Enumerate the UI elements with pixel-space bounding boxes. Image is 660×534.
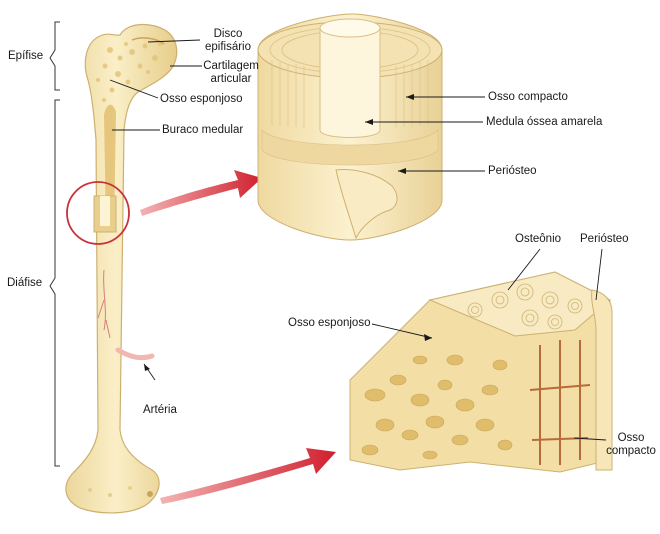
epiphysis-bracket [50,22,60,90]
label-buraco-medular: Buraco medular [162,124,243,137]
label-epifise: Epífise [8,50,43,63]
bone-cylinder-section [258,14,442,240]
label-osso-esponjoso-bottom: Osso esponjoso [288,317,370,330]
label-osso-compacto-top: Osso compacto [488,91,568,104]
label-diafise: Diáfise [7,277,42,290]
label-osso-compacto-bottom: Osso compacto [604,432,658,458]
label-periosteo-top: Perióste​o [488,165,537,178]
label-osso-compacto-bottom-line1: Osso [604,432,658,445]
label-medula-ossea-amarela: Medula óssea amarela [486,116,602,129]
bone-wedge-section [350,272,612,472]
arrow-top [140,170,262,216]
label-arteria: Artéria [143,404,177,417]
label-disco-epifisario: Disco epifisário [198,28,258,54]
label-disco-line1: Disco [198,28,258,41]
label-cartilagem-line1: Cartilagem [198,60,264,73]
label-osso-esponjoso-top: Osso esponjoso [160,93,242,106]
label-cartilagem-articular: Cartilagem articular [198,60,264,86]
label-osteonio: Osteônio [515,233,561,246]
label-periosteo-bottom: Perióste​o [580,233,629,246]
label-disco-line2: epifisário [198,41,258,54]
label-osso-compacto-bottom-line2: compacto [604,445,658,458]
diaphysis-bracket [50,100,60,466]
arrow-bottom [160,448,336,504]
label-cartilagem-line2: articular [198,73,264,86]
